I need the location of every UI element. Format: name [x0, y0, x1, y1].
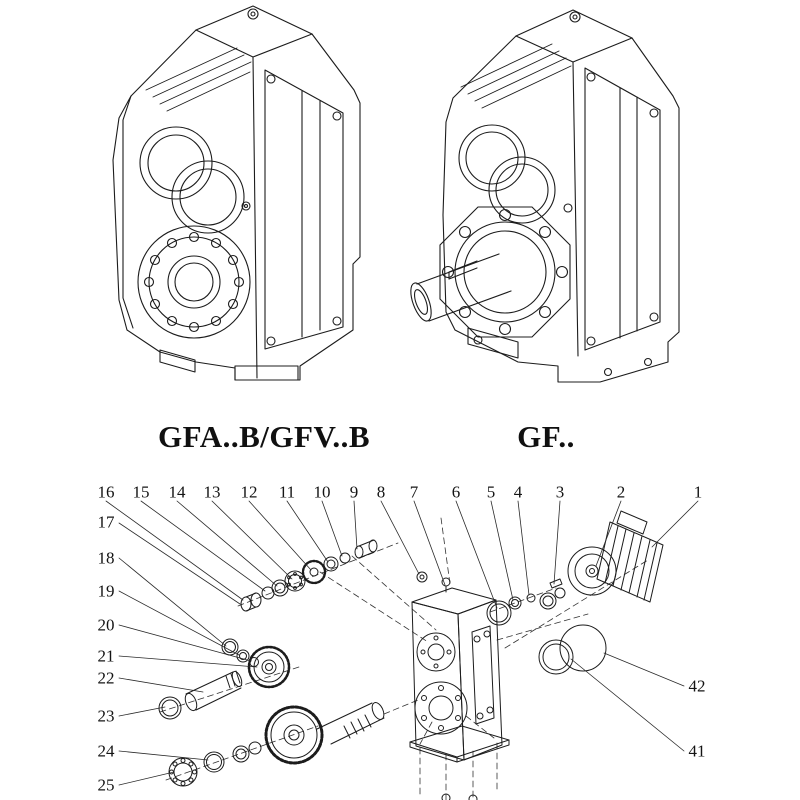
- part-number-callout: 16: [97, 482, 115, 502]
- part-number-callout: 7: [409, 482, 419, 502]
- part-number-callout: 17: [97, 512, 115, 532]
- part-number-callout: 6: [451, 482, 461, 502]
- part-number-callout: 23: [97, 706, 115, 726]
- part-number-callout: 13: [203, 482, 221, 502]
- part-number-callout: 12: [240, 482, 258, 502]
- model-label-right: GF..: [517, 419, 575, 454]
- mounting-plate: [409, 725, 510, 800]
- part-number-callout: 4: [513, 482, 523, 502]
- part-number-callout: 15: [132, 482, 150, 502]
- gearbox-solid-shaft-drawing: [410, 9, 680, 383]
- side-panel: [584, 67, 661, 351]
- gear-housing: [411, 577, 503, 761]
- part-number-callout: 41: [688, 741, 706, 761]
- part-number-callout: 9: [349, 482, 359, 502]
- part-number-callout: 18: [97, 548, 115, 568]
- motor-assembly: [567, 510, 664, 603]
- exploded-parts-diagram: [105, 500, 699, 800]
- intermediate-gear-set: [158, 638, 291, 720]
- part-number-callout: 42: [688, 676, 706, 696]
- assembly-axis-lines: [159, 517, 649, 800]
- part-number-callout: 21: [97, 646, 115, 666]
- part-number-callout: 5: [486, 482, 496, 502]
- output-bearing-boss: [137, 225, 251, 339]
- part-number-callout: 25: [97, 775, 115, 795]
- input-side-small-parts: [240, 539, 428, 612]
- part-number-callout: 22: [97, 668, 115, 688]
- part-number-callout: 8: [376, 482, 386, 502]
- part-number-callout: 14: [168, 482, 186, 502]
- output-gear-set: [168, 702, 385, 787]
- gearbox-shaft-mounted-drawing: [112, 5, 361, 381]
- part-number-callout: 2: [616, 482, 626, 502]
- output-flange: [439, 206, 571, 338]
- part-number-callout: 3: [555, 482, 565, 502]
- side-panel: [264, 69, 344, 350]
- leader-lines: [105, 500, 699, 786]
- part-number-callout: 24: [97, 741, 115, 761]
- cooling-ribs: [145, 47, 252, 112]
- output-shaft: [410, 253, 512, 322]
- part-number-callout: 19: [97, 581, 115, 601]
- part-number-callout: 20: [97, 615, 115, 635]
- part-number-callout: 10: [313, 482, 331, 502]
- coupling-small-parts: [486, 578, 566, 626]
- cooling-ribs: [460, 43, 572, 109]
- model-label-left: GFA..B/GFV..B: [157, 419, 371, 454]
- part-number-callout: 1: [693, 482, 703, 502]
- part-number-callout: 11: [278, 482, 296, 502]
- seal-rings: [538, 624, 607, 675]
